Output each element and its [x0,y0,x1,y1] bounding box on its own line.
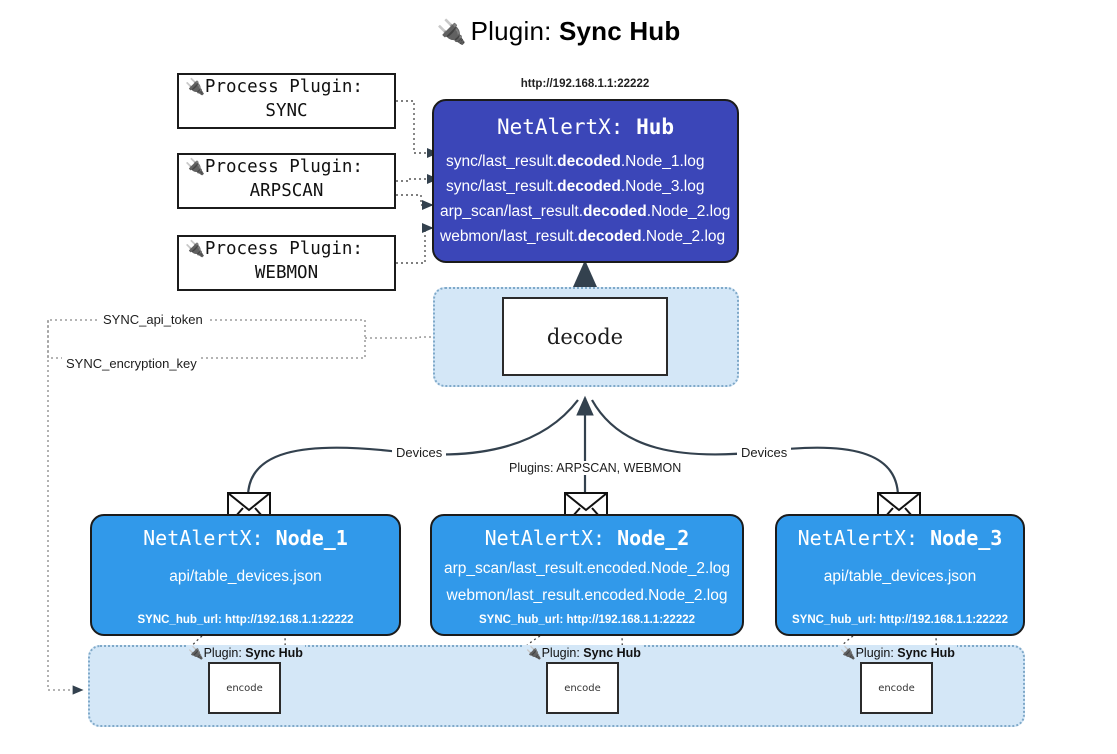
node_1-title: NetAlertX: Node_1 [143,526,348,550]
encode-box-2[interactable]: encode [546,662,619,714]
process-plugin-webmon-line1: Process Plugin: [204,239,363,260]
page-title-lead: Plugin: [470,16,559,46]
sync-encryption-key-label: SYNC_encryption_key [62,356,201,371]
process-plugin-sync-line1: Process Plugin: [204,77,363,98]
process-plugin-webmon-box[interactable]: 🔌Process Plugin: WEBMON [177,235,396,291]
page-title: 🔌Plugin: Sync Hub [0,16,1117,47]
hub-log-4: webmon/last_result.decoded.Node_2.log [440,228,726,246]
process-plugin-arpscan-line1: Process Plugin: [204,157,363,178]
encoder-1-plugin-label: 🔌Plugin: Sync Hub [186,645,305,661]
plug-icon: 🔌 [436,19,467,46]
devices-left-label: Devices [392,445,447,460]
hub-title: NetAlertX: Hub [496,115,674,139]
node_3-footer: SYNC_hub_url: http://192.168.1.1:22222 [791,614,1009,626]
process-plugin-sync-line2: SYNC [265,101,308,121]
process-plugin-sync-box[interactable]: 🔌Process Plugin: SYNC [177,73,396,129]
node_1-line-1: api/table_devices.json [169,568,322,585]
process-plugin-webmon-line2: WEBMON [254,263,319,283]
node_1-footer: SYNC_hub_url: http://192.168.1.1:22222 [137,614,354,626]
node_3-title: NetAlertX: Node_3 [797,526,1003,550]
plug-icon: 🔌 [188,645,204,660]
edge-webmon-to-log4 [396,222,434,264]
sync-api-token-label: SYNC_api_token [99,312,207,327]
plug-icon: 🔌 [185,157,205,177]
edge-sync-to-log2 [396,173,439,185]
node-box-node_1[interactable]: NetAlertX: Node_1 api/table_devices.json… [90,514,401,636]
plug-icon: 🔌 [185,77,205,97]
encoder-2-plugin-label: 🔌Plugin: Sync Hub [524,645,643,661]
plug-icon: 🔌 [840,645,856,660]
node_2-line-2: webmon/last_result.encoded.Node_2.log [446,587,728,604]
plugins-center-label: Plugins: ARPSCAN, WEBMON [505,461,686,475]
edge-settings-to-encoders [47,320,84,695]
encode-box-1[interactable]: encode [208,662,281,714]
hub-box[interactable]: NetAlertX: Hub sync/last_result.decoded.… [432,99,739,263]
process-plugin-arpscan-line2: ARPSCAN [249,181,324,201]
node_3-line-1: api/table_devices.json [823,568,977,585]
devices-right-label: Devices [737,445,792,460]
hub-log-3: arp_scan/last_result.decoded.Node_2.log [440,203,731,221]
encode-box-3[interactable]: encode [860,662,933,714]
plug-icon: 🔌 [185,239,205,259]
hub-log-1: sync/last_result.decoded.Node_1.log [446,153,705,170]
encoder-3-plugin-label: 🔌Plugin: Sync Hub [838,645,957,661]
process-plugin-arpscan-box[interactable]: 🔌Process Plugin: ARPSCAN [177,153,396,209]
node-box-node_2[interactable]: NetAlertX: Node_2 arp_scan/last_result.e… [430,514,744,636]
hub-log-2: sync/last_result.decoded.Node_3.log [446,178,705,196]
page-title-strong: Sync Hub [558,16,681,46]
edge-arpscan-to-log3 [396,194,434,211]
node_2-title: NetAlertX: Node_2 [484,526,690,550]
node_2-line-1: arp_scan/last_result.encoded.Node_2.log [443,560,731,577]
node-box-node_3[interactable]: NetAlertX: Node_3 api/table_devices.json… [775,514,1025,636]
plug-icon: 🔌 [526,645,542,660]
hub-url-label: http://192.168.1.1:22222 [520,78,650,90]
edge-sync-to-log1 [396,100,439,159]
decode-box[interactable]: decode [502,297,668,376]
node_2-footer: SYNC_hub_url: http://192.168.1.1:22222 [478,614,696,626]
